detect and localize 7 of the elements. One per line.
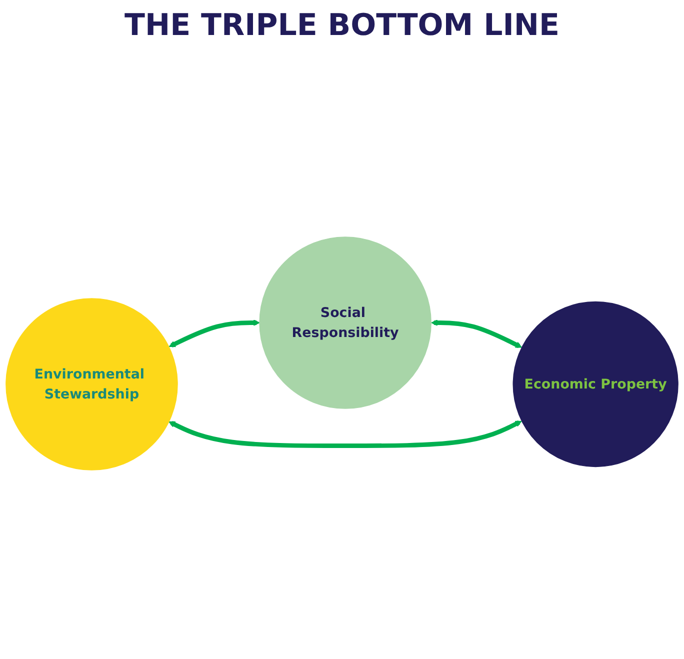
node-circle: Environmental Stewardship xyxy=(6,298,178,470)
node-circle: Social Responsibility xyxy=(259,236,432,409)
arrow xyxy=(168,319,260,348)
arrow xyxy=(168,420,522,448)
arrow xyxy=(431,319,522,348)
diagram-title: THE TRIPLE BOTTOM LINE xyxy=(124,8,560,43)
node-circle: Economic Property xyxy=(512,301,678,468)
